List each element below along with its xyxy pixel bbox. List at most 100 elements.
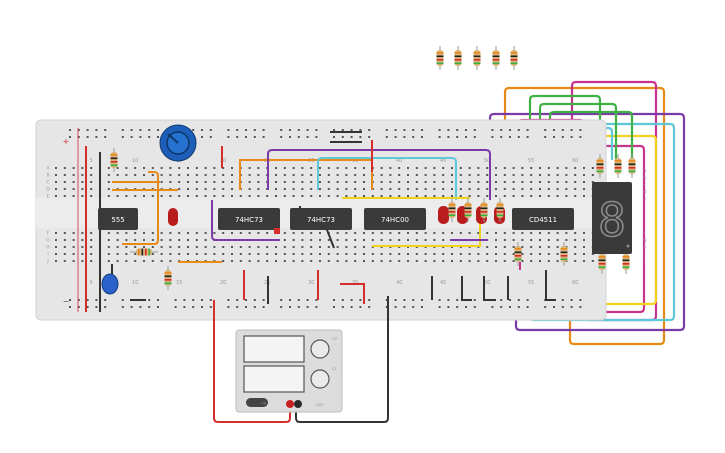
- wire-orange-top[interactable]: [239, 159, 373, 190]
- seven-segment-pin-label: a: [644, 168, 647, 173]
- chip-nand-label: 74HC00: [381, 216, 409, 224]
- column-number-bottom: 30: [308, 280, 314, 286]
- chip-flipflop-a-label: 74HC73: [235, 216, 263, 224]
- resistor-spare-1[interactable]: [436, 46, 444, 70]
- psu-power-switch[interactable]: [246, 398, 268, 407]
- column-number-top: 50: [484, 158, 490, 164]
- column-number-bottom: 55: [528, 280, 534, 286]
- led-1[interactable]: [168, 208, 178, 226]
- column-number-bottom: 40: [396, 280, 402, 286]
- psu-voltage-knob[interactable]: [310, 339, 330, 359]
- resistor-3[interactable]: [164, 266, 172, 290]
- psu-terminal-positive[interactable]: [286, 400, 294, 408]
- chip-flipflop-a[interactable]: 74HC73: [218, 208, 280, 234]
- led-2[interactable]: [438, 206, 449, 224]
- row-letter: G: [46, 238, 50, 244]
- column-number-top: 20: [220, 158, 226, 164]
- resistor-spare-3[interactable]: [473, 46, 481, 70]
- resistor-spare-4[interactable]: [492, 46, 500, 70]
- wire-orange-loop[interactable]: [503, 86, 666, 346]
- capacitor[interactable]: [101, 273, 119, 295]
- psu-terminal-negative[interactable]: [294, 400, 302, 408]
- wire-green-loop-2[interactable]: [538, 102, 618, 160]
- row-letter: C: [46, 180, 49, 186]
- resistor-1[interactable]: [110, 148, 118, 172]
- column-number-top: 55: [528, 158, 534, 164]
- wire-orange-3[interactable]: [122, 171, 159, 245]
- psu-current-knob[interactable]: [310, 369, 330, 389]
- seven-segment-display[interactable]: 8: [592, 182, 632, 254]
- row-letter: D: [46, 187, 50, 193]
- column-number-top: 60: [572, 158, 578, 164]
- column-number-bottom: 10: [132, 280, 138, 286]
- psu-terminal-label: OUT: [316, 403, 324, 407]
- chip-flipflop-b-label: 74HC73: [307, 216, 335, 224]
- seven-segment-pin-label: i: [644, 251, 645, 256]
- wire-power-positive[interactable]: [213, 300, 291, 423]
- resistor-5[interactable]: [464, 198, 472, 222]
- column-number-bottom: 20: [220, 280, 226, 286]
- power-supply[interactable]: CV CC ON OUT: [235, 329, 343, 413]
- row-letter: J: [46, 259, 48, 265]
- resistor-4[interactable]: [448, 198, 456, 222]
- resistor-group[interactable]: [110, 46, 636, 290]
- resistor-8[interactable]: [514, 242, 522, 266]
- wire-purple-left[interactable]: [211, 200, 280, 241]
- chip-decoder[interactable]: CD4511: [512, 208, 574, 230]
- column-number-top: 10: [132, 158, 138, 164]
- seven-segment-pin-label: d: [644, 189, 647, 194]
- resistor-spare-5[interactable]: [510, 46, 518, 70]
- seven-segment-pin-label: b: [644, 175, 647, 180]
- wire-black-short-9[interactable]: [545, 270, 556, 301]
- wire-black-short-6[interactable]: [461, 276, 472, 301]
- resistor-11[interactable]: [614, 154, 622, 178]
- wire-purple-top[interactable]: [267, 149, 491, 200]
- row-letter: E: [47, 194, 50, 200]
- seven-segment-pin-label: f: [644, 230, 646, 235]
- resistor-9[interactable]: [560, 242, 568, 266]
- row-letter: I: [47, 252, 48, 258]
- resistor-10[interactable]: [596, 154, 604, 178]
- wire-green-loop-1[interactable]: [528, 94, 602, 160]
- chip-selection-marker[interactable]: [274, 228, 280, 234]
- wire-power-negative[interactable]: [295, 296, 389, 423]
- rail-plus-symbol: +: [63, 137, 70, 146]
- psu-knob-label-cc: CC: [332, 367, 337, 371]
- column-number-top: 5: [90, 158, 93, 164]
- psu-knob-label-cv: CV: [332, 337, 337, 341]
- chip-flipflop-b[interactable]: 74HC73: [290, 208, 352, 230]
- potentiometer[interactable]: [159, 124, 197, 162]
- wire-purple-loop[interactable]: [488, 112, 686, 332]
- seven-segment-pin-label: h: [644, 244, 647, 249]
- resistor-2[interactable]: [130, 248, 158, 256]
- wire-green-loop-3[interactable]: [548, 110, 634, 160]
- wire-black-short-7[interactable]: [483, 276, 496, 301]
- row-letter: F: [47, 231, 50, 237]
- resistor-7[interactable]: [496, 198, 504, 222]
- psu-switch-label: ON: [261, 402, 267, 406]
- column-number-bottom: 15: [176, 280, 182, 286]
- chip-timer[interactable]: 555: [98, 208, 138, 230]
- seven-segment-pin-label: g: [644, 237, 647, 242]
- row-letter: H: [46, 245, 49, 251]
- seven-segment-pin-label: e: [644, 196, 647, 201]
- row-letter: A: [46, 166, 50, 172]
- column-number-top: 40: [396, 158, 402, 164]
- wire-cyan-top[interactable]: [317, 157, 457, 200]
- resistor-13[interactable]: [598, 250, 606, 274]
- seven-segment-pin-label: c: [644, 182, 646, 187]
- resistor-12[interactable]: [628, 154, 636, 178]
- wire-yellow-low[interactable]: [372, 220, 481, 247]
- column-number-bottom: 45: [440, 280, 446, 286]
- wire-red-short-5[interactable]: [340, 283, 365, 304]
- chip-timer-label: 555: [111, 216, 124, 224]
- chip-nand[interactable]: 74HC00: [364, 208, 426, 230]
- chip-decoder-label: CD4511: [529, 216, 557, 224]
- resistor-6[interactable]: [480, 198, 488, 222]
- resistor-spare-2[interactable]: [454, 46, 462, 70]
- breadboard-wires[interactable]: [85, 130, 556, 312]
